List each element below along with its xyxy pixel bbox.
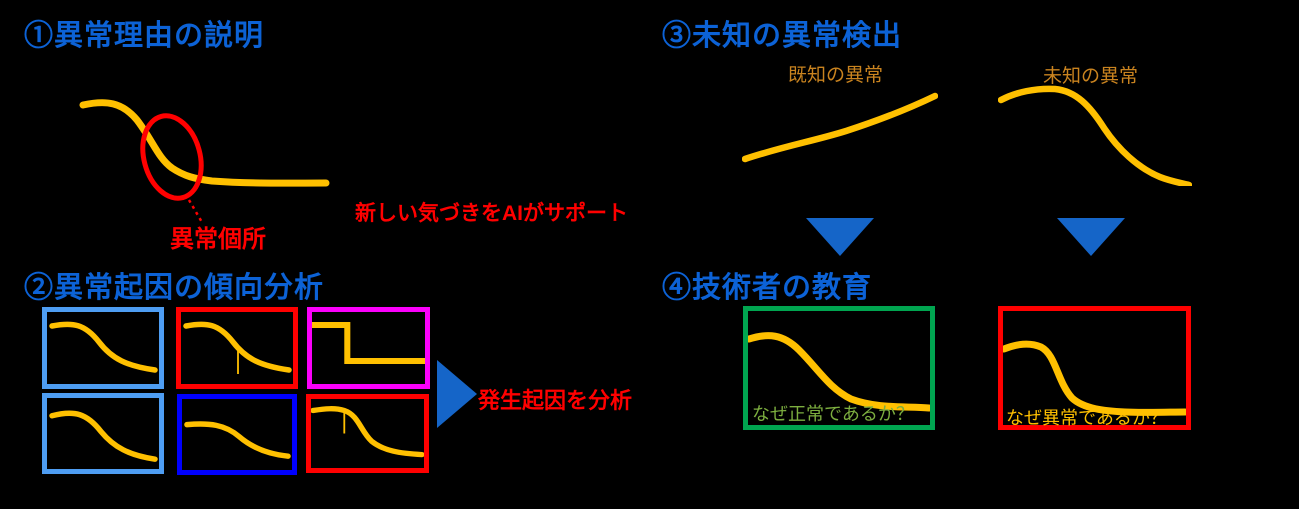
signal-curve bbox=[79, 99, 330, 187]
pattern-box-5 bbox=[177, 394, 297, 475]
section2-title: ②異常起因の傾向分析 bbox=[24, 272, 325, 304]
section-anomaly-explanation: ①異常理由の説明 異常個所 新しい気づきをAIがサポート bbox=[0, 0, 650, 255]
normal-example-curve bbox=[748, 332, 930, 412]
arrow-right-icon bbox=[437, 360, 477, 428]
known-anomaly-label: 既知の異常 bbox=[788, 65, 884, 86]
pattern-6-curve bbox=[311, 406, 424, 458]
unknown-anomaly-curve bbox=[998, 85, 1192, 186]
cause-analysis-note: 発生起因を分析 bbox=[478, 388, 633, 413]
section-engineer-education: ④技術者の教育 なぜ正常であるか？ なぜ異常であるか？ bbox=[650, 255, 1299, 509]
section-trend-analysis: ②異常起因の傾向分析 bbox=[0, 255, 650, 509]
section3-title: ③未知の異常検出 bbox=[662, 20, 903, 52]
abnormal-example-curve bbox=[1003, 340, 1186, 416]
pattern-2-curve bbox=[183, 321, 292, 374]
known-anomaly-curve bbox=[742, 92, 938, 163]
pattern-box-4 bbox=[42, 393, 164, 474]
callout-dotted-line bbox=[187, 199, 205, 225]
pattern-5-curve bbox=[184, 421, 291, 459]
arrow-down-icon bbox=[806, 218, 874, 256]
section-unknown-detection: ③未知の異常検出 既知の異常 未知の異常 bbox=[650, 0, 1299, 256]
abnormal-example-box: なぜ異常であるか？ bbox=[998, 306, 1191, 430]
section4-title: ④技術者の教育 bbox=[662, 272, 873, 304]
pattern-4-curve bbox=[49, 410, 158, 462]
unknown-anomaly-label: 未知の異常 bbox=[1043, 66, 1139, 87]
pattern-box-3 bbox=[307, 307, 430, 389]
normal-example-box: なぜ正常であるか？ bbox=[743, 306, 935, 430]
ai-support-note: 新しい気づきをAIがサポート bbox=[355, 202, 628, 225]
arrow-down-icon bbox=[1057, 218, 1125, 256]
pattern-3-step-curve bbox=[312, 322, 425, 364]
pattern-box-1 bbox=[42, 307, 164, 389]
anomaly-curve-chart bbox=[79, 99, 330, 225]
why-abnormal-question: なぜ異常であるか？ bbox=[1006, 408, 1168, 428]
pattern-1-curve bbox=[49, 321, 158, 373]
anomaly-highlight-ellipse bbox=[140, 113, 204, 201]
pattern-box-6 bbox=[306, 394, 429, 473]
section1-title: ①異常理由の説明 bbox=[24, 20, 265, 52]
anomaly-spot-label: 異常個所 bbox=[170, 226, 266, 253]
pattern-box-2 bbox=[176, 307, 298, 389]
why-normal-question: なぜ正常であるか？ bbox=[752, 404, 914, 424]
